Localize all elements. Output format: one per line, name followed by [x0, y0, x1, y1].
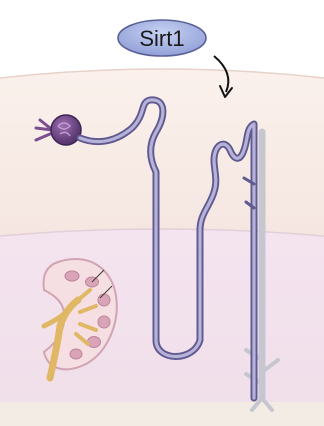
sirt1-label-text: Sirt1: [139, 26, 184, 51]
sirt1-label: Sirt1: [118, 20, 206, 56]
medulla-region: [0, 229, 324, 426]
cortex-region: [0, 69, 324, 236]
bottom-strip: [0, 402, 324, 426]
